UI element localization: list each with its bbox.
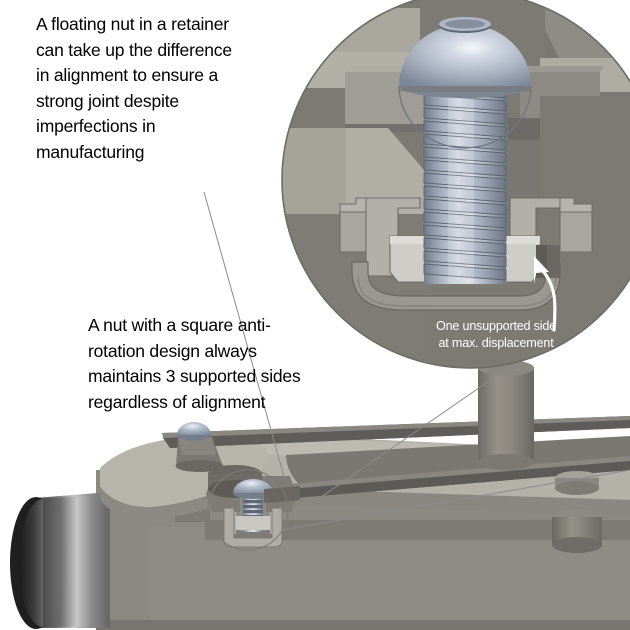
mounting-arm-lower (252, 456, 630, 501)
unsupported-side-arrow (534, 256, 557, 332)
boss-small-lower-right (552, 509, 602, 553)
annotation-unsupported-side: One unsupported side at max. displacemen… (436, 319, 556, 350)
leader-line-magnifier (287, 371, 503, 521)
housing-base-front-face (150, 527, 630, 630)
dome-fastener-upper (177, 422, 211, 441)
cylindrical-bore-housing (10, 492, 110, 629)
conical-boss-upper (175, 437, 224, 472)
floating-nut-assembly-small (223, 479, 283, 548)
housing-pale-upper-left (282, 8, 420, 52)
lower-assembly (10, 360, 630, 630)
housing-mass-right (540, 96, 630, 368)
detail-source-circle (207, 469, 289, 551)
magnifier-outline (281, 0, 630, 369)
annotation-floating-nut: A floating nut in a retainer can take up… (36, 14, 232, 162)
boss-small-right (555, 471, 599, 495)
housing-cut-upper-right (545, 0, 630, 60)
inner-boss-right-top (520, 66, 604, 72)
bracket-rear-rail (264, 486, 300, 503)
cylindrical-boss-main (478, 360, 534, 470)
leader-lines (203, 191, 630, 531)
magnified-cutaway-circle (281, 0, 630, 369)
head-shadow (400, 86, 530, 92)
annotation-square-nut: A nut with a square anti- rotation desig… (88, 315, 301, 412)
threaded-shank (423, 78, 507, 284)
base-bottom-edge (96, 620, 630, 630)
leader-line-lower (281, 469, 630, 531)
pan-head-screw (398, 17, 532, 149)
leader-line-upper (203, 191, 286, 481)
cover-plate-left-flange-edge (100, 486, 232, 521)
cutaway-taper-left-2 (346, 128, 424, 214)
cover-plate-left-flange (100, 436, 269, 508)
